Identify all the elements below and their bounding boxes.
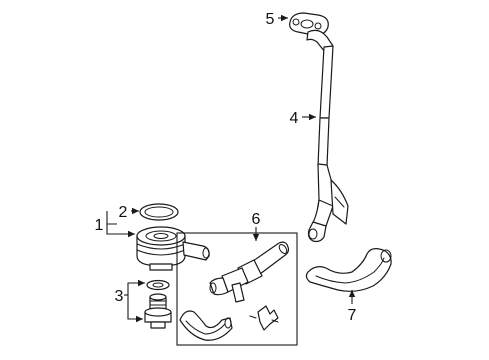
o-ring-part bbox=[139, 203, 179, 221]
leader-lines bbox=[106, 14, 356, 323]
callout-3: 3 bbox=[115, 288, 124, 305]
callout-1: 1 bbox=[95, 217, 104, 234]
oil-pipe-part bbox=[306, 29, 349, 243]
callout-6: 6 bbox=[252, 211, 261, 228]
callout-5: 5 bbox=[266, 11, 275, 28]
oil-cooler-part bbox=[136, 226, 210, 271]
flange-gasket-part bbox=[289, 12, 329, 36]
callout-4: 4 bbox=[290, 110, 299, 127]
hose-part bbox=[305, 248, 392, 292]
callout-7: 7 bbox=[348, 307, 357, 324]
callout-2: 2 bbox=[119, 204, 128, 221]
fitting-part bbox=[144, 279, 172, 329]
hose-connector-parts bbox=[179, 241, 290, 341]
kit-box bbox=[176, 232, 298, 346]
